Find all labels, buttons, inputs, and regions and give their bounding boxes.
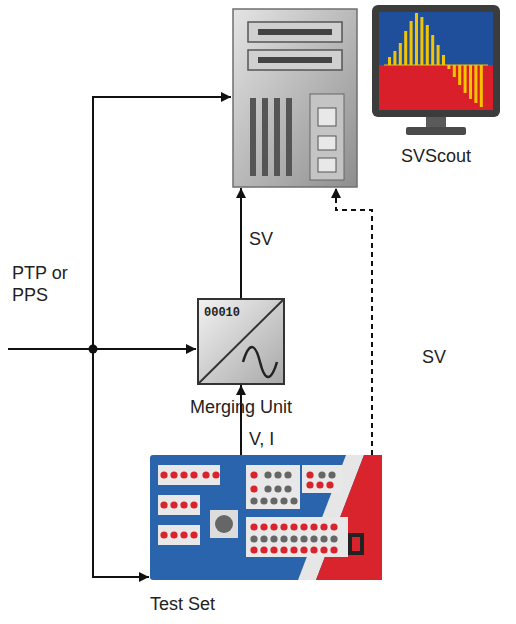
connector — [336, 188, 372, 455]
node-title: SVScout — [372, 145, 500, 167]
edge-label: SV — [420, 346, 448, 368]
server-computer — [232, 8, 358, 188]
connector — [240, 188, 242, 298]
connector — [240, 385, 242, 455]
node-box: SVScout — [232, 5, 505, 188]
monitor-icon — [372, 5, 500, 137]
node-box: Test Set — [150, 455, 382, 580]
node-box: 00010Merging Unit — [197, 298, 285, 385]
node-title: Merging Unit — [190, 396, 292, 418]
node-title: Test Set — [150, 593, 215, 615]
edge-label: V, I — [247, 428, 276, 450]
binary-code: 00010 — [204, 306, 240, 320]
edge-label: SV — [247, 228, 275, 250]
signal-label: PTP or PPS — [12, 262, 76, 306]
test-set-device — [150, 455, 382, 580]
